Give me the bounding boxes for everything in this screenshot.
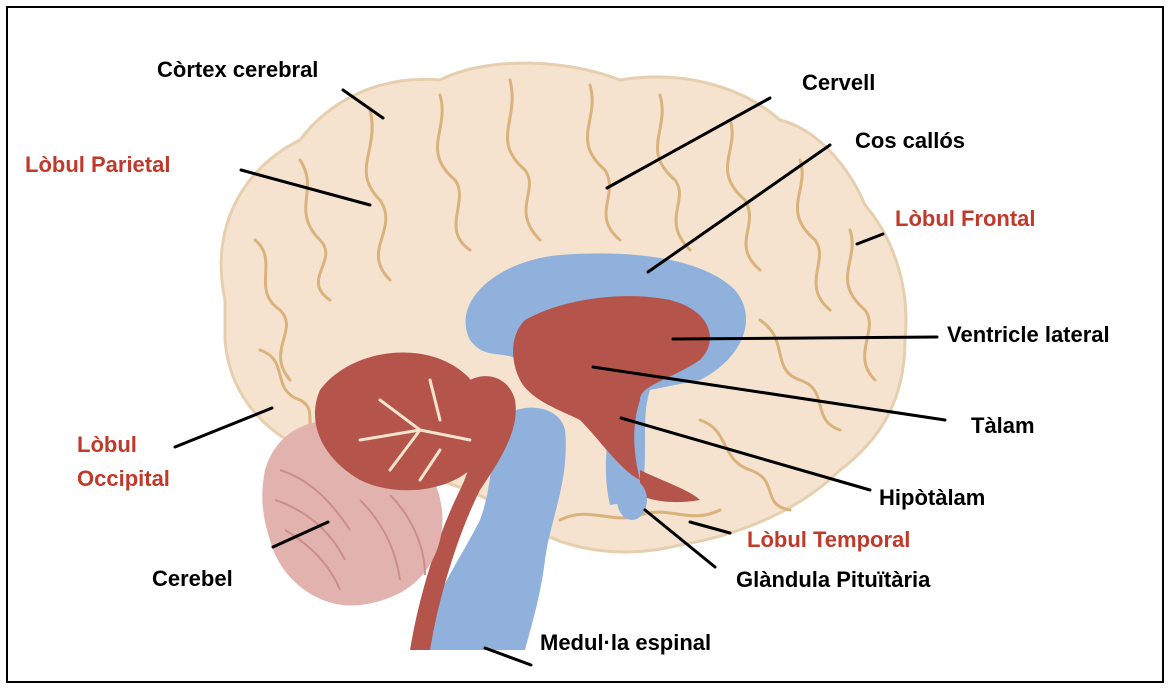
label-talam: Tàlam	[971, 413, 1035, 439]
pituitary	[617, 480, 647, 520]
label-cerebel: Cerebel	[152, 566, 233, 592]
line-occipital	[175, 408, 272, 447]
label-parietal: Lòbul Parietal	[25, 152, 170, 178]
label-ventricle: Ventricle lateral	[947, 322, 1110, 348]
label-occipital-2: Occipital	[77, 466, 170, 492]
label-temporal: Lòbul Temporal	[747, 527, 910, 553]
label-occipital-1: Lòbul	[77, 432, 137, 458]
label-cos-callos: Cos callós	[855, 128, 965, 154]
line-ventricle	[673, 337, 937, 339]
label-frontal: Lòbul Frontal	[895, 206, 1036, 232]
line-medula	[485, 648, 531, 665]
label-cervell: Cervell	[802, 70, 875, 96]
label-hipotalam: Hipòtàlam	[879, 485, 985, 511]
label-cortex: Còrtex cerebral	[157, 57, 318, 83]
label-pituitaria: Glàndula Pituïtària	[736, 567, 930, 593]
label-medula: Medul·la espinal	[540, 630, 711, 656]
